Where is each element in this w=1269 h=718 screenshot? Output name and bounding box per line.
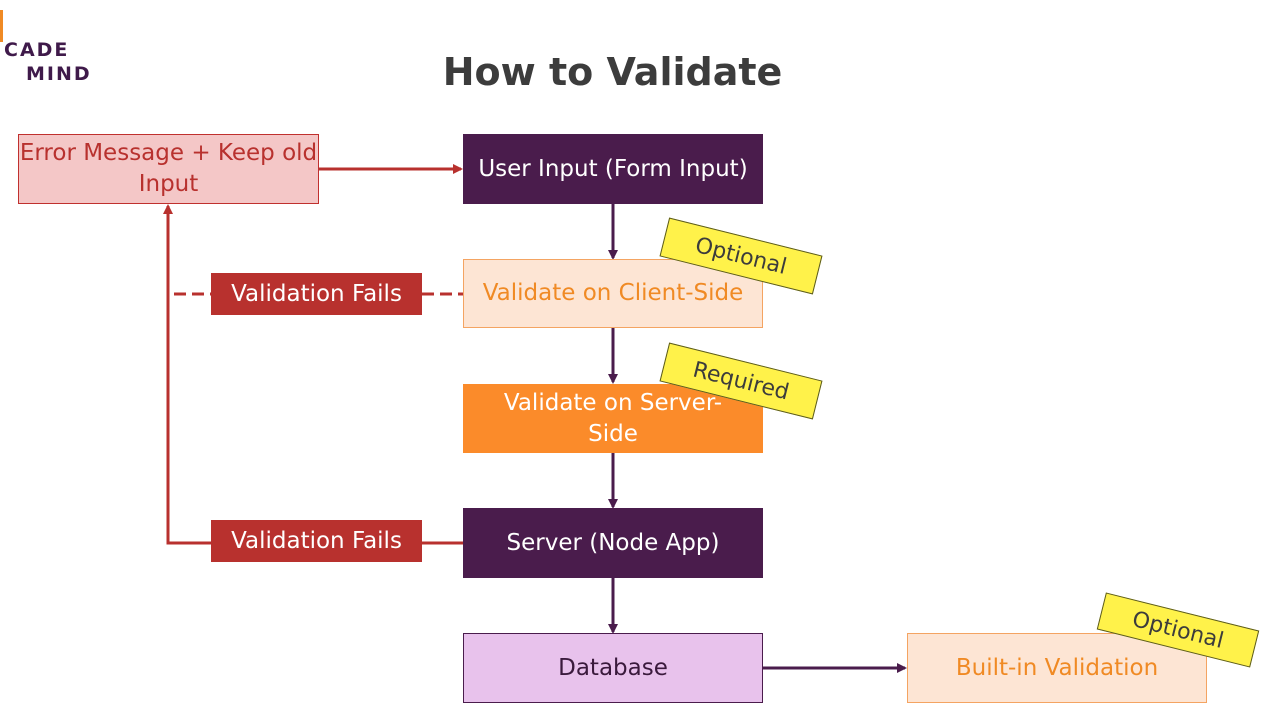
logo-line-2: MIND: [26, 63, 92, 85]
client-validation-fails-label: Validation Fails: [211, 273, 422, 315]
logo-accent: [0, 10, 3, 42]
page-title: How to Validate: [442, 50, 783, 94]
server-validation-fails-label: Validation Fails: [211, 520, 422, 562]
database-box: Database: [463, 633, 763, 703]
client-side-validation-box: Validate on Client-Side: [463, 259, 763, 328]
user-input-box: User Input (Form Input): [463, 134, 763, 204]
server-side-validation-box: Validate on Server-Side: [463, 384, 763, 453]
built-in-validation-box: Built-in Validation: [907, 633, 1207, 703]
arrow-server-fail-to-error: [163, 204, 211, 545]
error-message-box: Error Message + Keep old Input: [18, 134, 319, 204]
logo-line-1: CADE: [4, 39, 70, 61]
server-box: Server (Node App): [463, 508, 763, 578]
